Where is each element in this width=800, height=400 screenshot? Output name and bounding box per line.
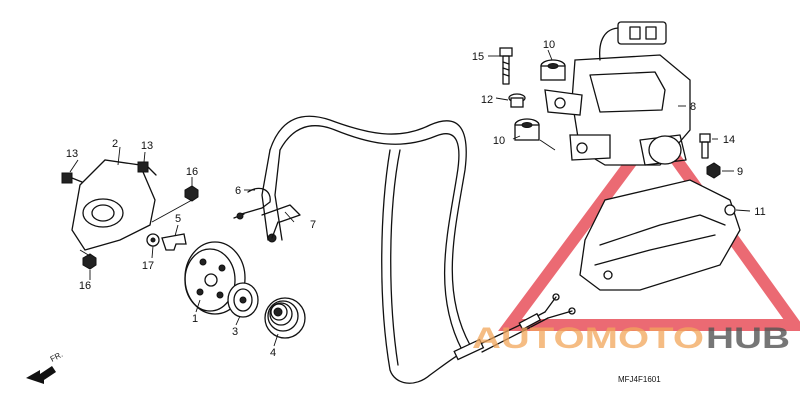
callout-7: 7 — [310, 219, 316, 231]
bolt-13a-icon — [61, 172, 83, 184]
callout-16a: 16 — [186, 166, 198, 178]
bolt-15-icon — [499, 47, 513, 85]
cable-sleeve-icon — [453, 338, 485, 361]
callout-10a: 10 — [543, 39, 555, 51]
front-arrow-icon: FR. — [26, 350, 64, 384]
callout-12: 12 — [481, 94, 493, 106]
callout-4: 4 — [270, 347, 276, 359]
cable-drum-part-icon — [227, 282, 259, 318]
watermark-text-orange: AUTOMOTO — [472, 322, 704, 355]
callout-11: 11 — [754, 206, 765, 218]
diagram-code: MFJ4F1601 — [618, 375, 661, 384]
bolt-13b-icon — [137, 161, 157, 176]
callout-1: 1 — [192, 313, 198, 325]
watermark-text-dark: HUB — [706, 322, 790, 355]
callout-3: 3 — [232, 326, 238, 338]
callout-9: 9 — [737, 166, 743, 178]
callout-6: 6 — [235, 185, 241, 197]
callout-10b: 10 — [493, 135, 505, 147]
throttle-cable — [261, 115, 576, 384]
bracket-7-icon — [261, 204, 301, 243]
clip-5-icon — [161, 233, 187, 251]
leader-lines — [69, 49, 751, 347]
callout-13b: 13 — [141, 140, 153, 152]
mounting-bracket-part-icon — [579, 179, 741, 291]
callout-17: 17 — [142, 260, 154, 272]
return-spring-part-icon — [264, 297, 306, 339]
bolt-14-icon — [699, 133, 711, 159]
callout-15: 15 — [472, 51, 484, 63]
nut-9-icon — [706, 162, 721, 179]
cover-plate-part-icon — [71, 159, 156, 251]
callout-2: 2 — [112, 138, 118, 150]
callout-5: 5 — [175, 213, 181, 225]
nut-16b-icon — [82, 253, 97, 270]
grommet-10b-icon — [514, 118, 540, 141]
nut-16a-icon — [184, 185, 199, 202]
grommet-10a-icon — [540, 59, 566, 81]
callout-14: 14 — [723, 134, 735, 146]
front-label: FR. — [49, 350, 65, 364]
callout-13a: 13 — [66, 148, 78, 160]
callout-16b: 16 — [79, 280, 91, 292]
callout-8: 8 — [690, 101, 696, 113]
servo-motor-part-icon — [544, 21, 691, 166]
washer-17-icon — [146, 233, 160, 247]
collar-12-icon — [508, 93, 526, 108]
